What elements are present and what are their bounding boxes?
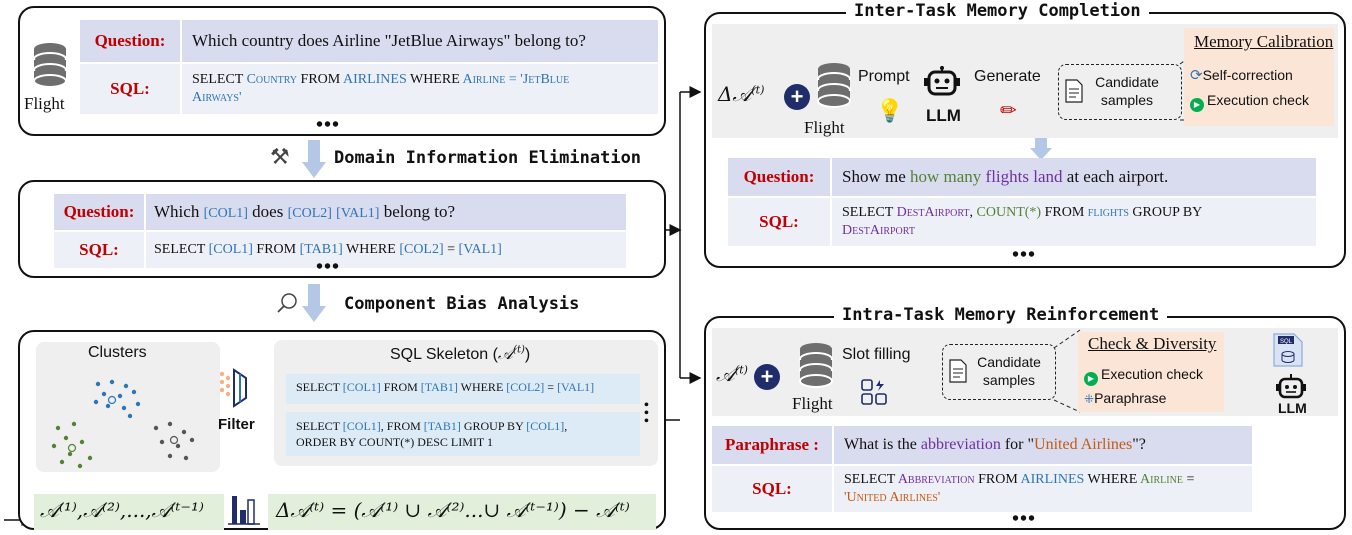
llm-label: LLM [926, 106, 961, 125]
clusters-box: Clusters [36, 342, 220, 472]
sql-label: SQL: [80, 62, 181, 114]
svg-text:SQL: SQL [1280, 339, 1293, 345]
sql-skeleton-box: SQL Skeleton (𝒜(t)) SELECT [COL1] FROM [… [274, 340, 658, 466]
skeleton-1: SELECT [COL1] FROM [TAB1] WHERE [COL2] =… [286, 374, 640, 404]
step-component-bias: Component Bias Analysis [344, 294, 580, 314]
down-arrow-2 [302, 284, 326, 322]
magnifier-icon [276, 292, 298, 319]
sql-file-icon: SQL [1272, 332, 1304, 373]
execution-check-item: ▶Execution check [1190, 92, 1309, 112]
candidate-label: Candidate samples [1095, 74, 1159, 108]
histogram-icon [228, 492, 262, 533]
database-icon [32, 42, 68, 95]
db-label: Flight [24, 94, 65, 113]
filter-label: Filter [218, 416, 255, 433]
masked-sql-text: SELECT [COL1] FROM [TAB1] WHERE [COL2] =… [144, 230, 626, 268]
inter-qa-table: Question: Show me how many flights land … [728, 158, 1316, 246]
more-dots: ••• [316, 256, 341, 278]
qa-table: Question: Which country does Airline "Je… [80, 20, 658, 114]
tools-icon: ⚒ [270, 144, 290, 169]
vertical-dots: ••• [644, 398, 649, 429]
robot-icon [1276, 374, 1306, 407]
prompt-label: Prompt [858, 68, 910, 85]
pencil-icon: ✏ [1000, 100, 1017, 122]
play-icon: ▶ [1084, 372, 1098, 386]
more-dots: ••• [1012, 244, 1037, 266]
check-diversity-box: Check & Diversity ▶Execution check ⁜Para… [1078, 332, 1224, 412]
document-icon [949, 359, 967, 388]
a-t-label: 𝒜(t) [716, 362, 748, 386]
candidate-label: Candidate samples [977, 354, 1041, 388]
scatter-icon: ⁜ [1084, 392, 1095, 406]
grid-bolt-icon [860, 378, 888, 411]
memory-calibration-box: Memory Calibration ⟳Self-correction ▶Exe… [1184, 28, 1334, 126]
lightbulb-icon: 💡 [876, 98, 904, 123]
sql-text: SELECT Country FROM AIRLINES WHERE Airli… [180, 62, 658, 114]
question-label: Question: [54, 194, 145, 231]
component-bias-panel: Clusters Filter SQL Skeleton (𝒜(t)) SELE… [18, 330, 666, 530]
question-text: Which country does Airline "JetBlue Airw… [180, 20, 658, 63]
calibration-title: Memory Calibration [1194, 32, 1334, 51]
sql-label: SQL: [712, 464, 833, 512]
question-label: Question: [728, 158, 831, 197]
sql-label: SQL: [728, 196, 831, 246]
delta-a-label: Δ𝒜(t) [718, 82, 765, 106]
plus-icon: + [784, 84, 810, 110]
original-sample-panel: Flight Question: Which country does Airl… [18, 6, 666, 136]
inter-question-text: Show me how many flights land at each ai… [830, 158, 1316, 197]
intra-qa-table: Paraphrase : What is the abbreviation fo… [712, 426, 1252, 512]
inter-title: Inter-Task Memory Completion [828, 1, 1163, 21]
down-arrow-1 [302, 140, 326, 178]
delta-formula: Δ𝒜⁽ᵗ⁾ = (𝒜⁽¹⁾ ∪ 𝒜⁽²⁾...∪ 𝒜⁽ᵗ⁻¹⁾) − 𝒜⁽ᵗ⁾ [276, 498, 630, 522]
document-icon [1065, 79, 1083, 108]
slot-filling-label: Slot filling [842, 346, 911, 363]
check-diversity-title: Check & Diversity [1088, 334, 1217, 353]
clusters-label: Clusters [88, 344, 147, 361]
paraphrase-label: Paraphrase : [712, 426, 833, 465]
play-icon: ▶ [1190, 98, 1204, 112]
history-skeletons: 𝒜⁽¹⁾,𝒜⁽²⁾,...,𝒜⁽ᵗ⁻¹⁾ [40, 498, 204, 522]
more-dots: ••• [1012, 508, 1037, 530]
step-domain-elimination: Domain Information Elimination [334, 148, 642, 168]
robot-icon [924, 66, 960, 105]
question-label: Question: [80, 20, 181, 63]
db-label: Flight [804, 118, 845, 137]
intra-title: Intra-Task Memory Reinforcement [816, 305, 1182, 325]
skeleton-title: SQL Skeleton (𝒜(t)) [390, 344, 531, 363]
intra-task-panel: Intra-Task Memory Reinforcement 𝒜(t) + F… [704, 305, 1346, 530]
llm-label: LLM [1278, 400, 1307, 416]
database-icon [816, 62, 852, 115]
refresh-icon: ⟳ [1190, 67, 1203, 84]
self-correction-item: ⟳Self-correction [1190, 67, 1293, 84]
generate-label: Generate [974, 68, 1041, 85]
masked-sample-panel: Question: Which [COL1] does [COL2] [VAL1… [18, 180, 666, 278]
candidate-box: Candidate samples [1058, 64, 1182, 120]
inter-sql-text: SELECT DestAirport, COUNT(*) FROM flight… [830, 196, 1316, 246]
filter-icon [216, 368, 256, 413]
database-icon [798, 342, 834, 395]
intra-process-box: 𝒜(t) + Flight Slot filling Candidate sam… [712, 328, 1338, 416]
zoom-lines [1053, 329, 1081, 413]
paraphrase-item: ⁜Paraphrase [1084, 390, 1167, 406]
inter-process-box: Δ𝒜(t) + Flight Prompt 💡 LLM Generate ✏ C… [712, 24, 1338, 138]
sql-label: SQL: [54, 230, 145, 268]
paraphrase-text: What is the abbreviation for "United Air… [832, 426, 1252, 465]
execution-check-item: ▶Execution check [1084, 366, 1203, 386]
db-label: Flight [792, 394, 833, 413]
formula-left-box: 𝒜⁽¹⁾,𝒜⁽²⁾,...,𝒜⁽ᵗ⁻¹⁾ [34, 494, 224, 530]
masked-question-text: Which [COL1] does [COL2] [VAL1] belong t… [144, 194, 626, 231]
formula-right-box: Δ𝒜⁽ᵗ⁾ = (𝒜⁽¹⁾ ∪ 𝒜⁽²⁾...∪ 𝒜⁽ᵗ⁻¹⁾) − 𝒜⁽ᵗ⁾ [268, 494, 656, 530]
candidate-box: Candidate samples [942, 344, 1056, 400]
more-dots: ••• [316, 114, 341, 136]
intra-sql-text: SELECT Abbreviation FROM AIRLINES WHERE … [832, 464, 1252, 512]
cluster-scatter [51, 379, 195, 469]
plus-icon: + [754, 364, 780, 390]
inter-task-panel: Inter-Task Memory Completion Δ𝒜(t) + Fli… [704, 1, 1346, 268]
down-arrow-inter [1030, 138, 1052, 160]
skeleton-2: SELECT [COL1], FROM [TAB1] GROUP BY [COL… [286, 412, 640, 456]
masked-qa-table: Question: Which [COL1] does [COL2] [VAL1… [54, 194, 626, 268]
